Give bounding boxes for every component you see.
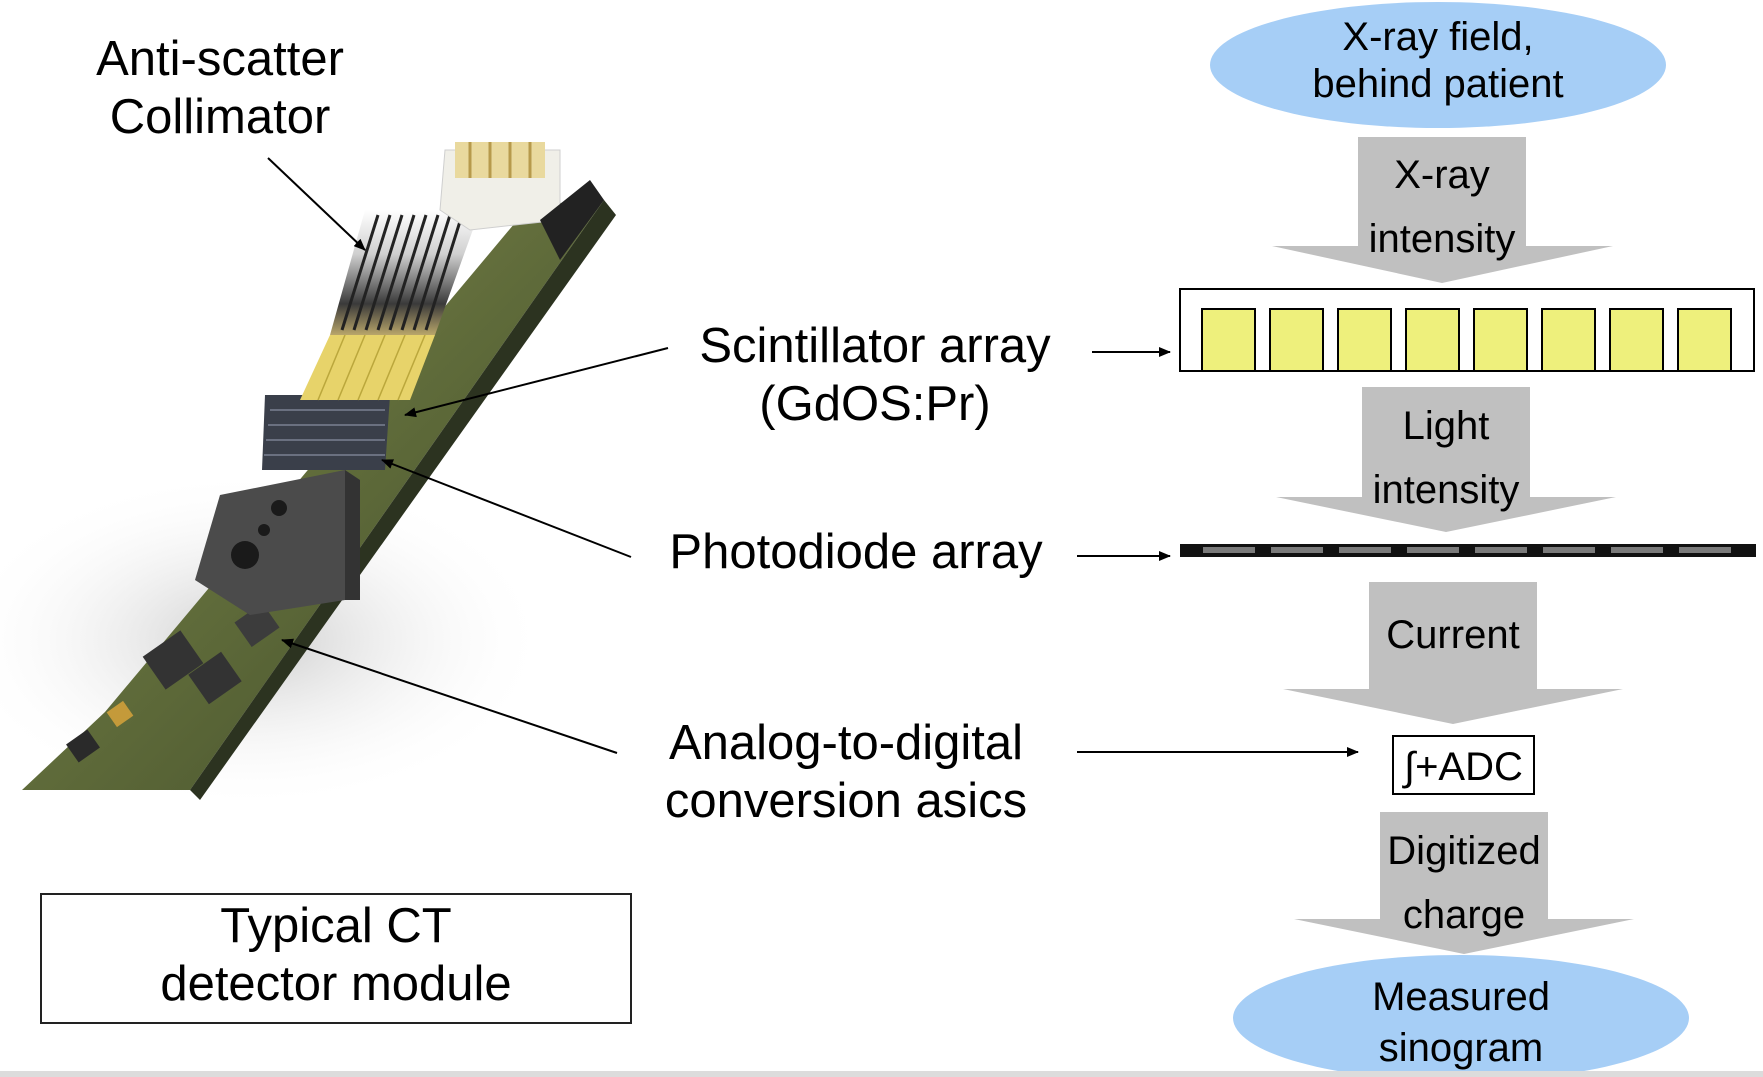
caption: Typical CT detector module	[41, 898, 631, 1014]
pointer-collimator	[267, 157, 366, 251]
collimator-top-rib-lines	[468, 142, 532, 178]
scintillator-cell	[1405, 308, 1460, 372]
component	[234, 602, 280, 648]
mounting-block-side	[345, 470, 360, 600]
label-asics: Analog-to-digital conversion asics	[628, 715, 1064, 831]
photodiode-cell	[1679, 547, 1731, 553]
pointer-scintillator	[404, 347, 669, 418]
photodiode-cell	[1611, 547, 1663, 553]
pointer-photodiode	[381, 459, 632, 558]
flow-arrow-light-intensity	[1276, 387, 1616, 532]
arrow4-label-line2: charge	[1402, 893, 1526, 937]
mounting-hole	[271, 500, 287, 516]
pointer-asics	[281, 638, 618, 754]
arrow4-label-line1: Digitized	[1387, 829, 1541, 873]
photodiode-stripes	[264, 409, 385, 456]
flow-arrow-xray-intensity	[1272, 137, 1613, 283]
component	[106, 700, 134, 728]
collimator-top-ribs	[455, 142, 545, 178]
sink-ellipse	[1233, 955, 1689, 1077]
scintillator-cell	[1269, 308, 1324, 372]
label-asics-line2: conversion asics	[664, 773, 1028, 828]
label-photodiode: Photodiode array	[640, 524, 1072, 582]
adc-label-text: ∫+ADC	[1404, 745, 1523, 789]
bottom-bar	[0, 1071, 1763, 1077]
photodiode-cell	[1475, 547, 1527, 553]
caption-line1: Typical CT	[220, 899, 452, 953]
mounting-hole	[258, 524, 270, 536]
sink-label-line1: Measured	[1372, 975, 1550, 1019]
source-label: X-ray field, behind patient	[1210, 14, 1666, 108]
flow-arrow-digitized-charge	[1294, 812, 1634, 954]
arrow2-label-line1: Light	[1402, 404, 1490, 448]
scintillator-cell	[1609, 308, 1664, 372]
sink-label: Measured sinogram	[1233, 972, 1689, 1074]
asic-chip	[188, 651, 242, 705]
scintillator-cell	[1473, 308, 1528, 372]
adc-label: ∫+ADC	[1393, 744, 1534, 791]
photodiode-cell	[1407, 547, 1459, 553]
arrow2-label-line2: intensity	[1372, 468, 1520, 512]
scintillator-lines	[317, 334, 426, 401]
scintillator-region	[300, 335, 435, 400]
mounting-block	[195, 470, 345, 615]
label-scintillator: Scintillator array (GdOS:Pr)	[665, 318, 1085, 434]
arrow4-label: Digitized charge	[1342, 819, 1586, 947]
sink-label-line2: sinogram	[1378, 1026, 1544, 1071]
arrow3-label-line1: Current	[1386, 613, 1520, 657]
detector-module-photo	[0, 142, 616, 810]
label-collimator: Anti-scatter Collimator	[70, 31, 370, 147]
label-asics-line1: Analog-to-digital	[668, 716, 1024, 770]
photodiode-cell	[1203, 547, 1255, 553]
source-ellipse	[1210, 2, 1666, 128]
label-scintillator-line2: (GdOS:Pr)	[759, 376, 991, 431]
photodiode-region	[262, 395, 390, 470]
mounting-hole	[231, 541, 259, 569]
photodiode-cells	[1203, 547, 1731, 553]
scintillator-cell	[1337, 308, 1392, 372]
scintillator-cell	[1201, 308, 1256, 372]
flow-arrow-current	[1283, 582, 1623, 724]
label-scintillator-line1: Scintillator array	[699, 319, 1051, 373]
photodiode-cell	[1339, 547, 1391, 553]
arrow3-label: Current	[1331, 612, 1575, 659]
scintillator-cell	[1541, 308, 1596, 372]
caption-box	[40, 893, 632, 1024]
arrow1-label-line2: intensity	[1368, 217, 1516, 261]
label-collimator-line2: Collimator	[109, 89, 331, 144]
adc-box	[1392, 735, 1535, 795]
photodiode-bar	[1180, 544, 1756, 557]
source-label-line1: X-ray field,	[1342, 15, 1534, 59]
source-label-line2: behind patient	[1312, 62, 1564, 107]
photodiode-cell	[1543, 547, 1595, 553]
collimator-side	[540, 180, 604, 260]
asic-chip	[142, 630, 204, 690]
label-photodiode-line1: Photodiode array	[669, 525, 1043, 579]
arrow2-label: Light intensity	[1324, 394, 1568, 522]
scintillator-cells	[1201, 308, 1732, 372]
arrow1-label: X-ray intensity	[1320, 143, 1564, 271]
caption-line2: detector module	[160, 956, 512, 1011]
pcb-edge	[190, 200, 616, 800]
component	[66, 729, 100, 763]
label-collimator-line1: Anti-scatter	[96, 32, 344, 86]
collimator-fin-lines	[340, 214, 464, 331]
photodiode-cell	[1271, 547, 1323, 553]
arrow1-label-line1: X-ray	[1394, 153, 1490, 197]
scintillator-array-box	[1179, 288, 1755, 372]
scintillator-cell	[1677, 308, 1732, 372]
